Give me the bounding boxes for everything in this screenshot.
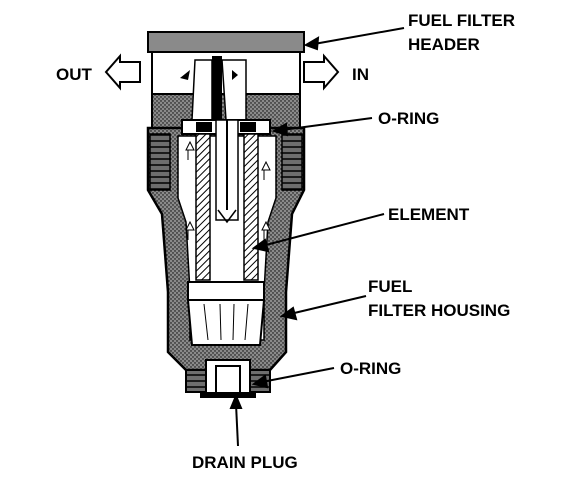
leader-lines bbox=[229, 27, 405, 447]
label-fuel-filter-housing-line1: FUEL bbox=[368, 277, 412, 296]
out-arrow bbox=[104, 53, 141, 91]
label-drain-plug: DRAIN PLUG bbox=[192, 453, 298, 472]
label-element: ELEMENT bbox=[388, 205, 470, 224]
label-o-ring-bottom: O-RING bbox=[340, 359, 401, 378]
in-arrow bbox=[303, 53, 340, 91]
label-fuel-filter-header-line1: FUEL FILTER bbox=[408, 11, 515, 30]
drain-plug-part bbox=[200, 365, 256, 398]
label-out: OUT bbox=[56, 65, 93, 84]
label-fuel-filter-header-line2: HEADER bbox=[408, 35, 480, 54]
filter-element bbox=[185, 119, 271, 281]
element-bottom-cap bbox=[186, 281, 266, 346]
label-o-ring-top: O-RING bbox=[378, 109, 439, 128]
label-fuel-filter-housing-line2: FILTER HOUSING bbox=[368, 301, 510, 320]
label-in: IN bbox=[352, 65, 369, 84]
